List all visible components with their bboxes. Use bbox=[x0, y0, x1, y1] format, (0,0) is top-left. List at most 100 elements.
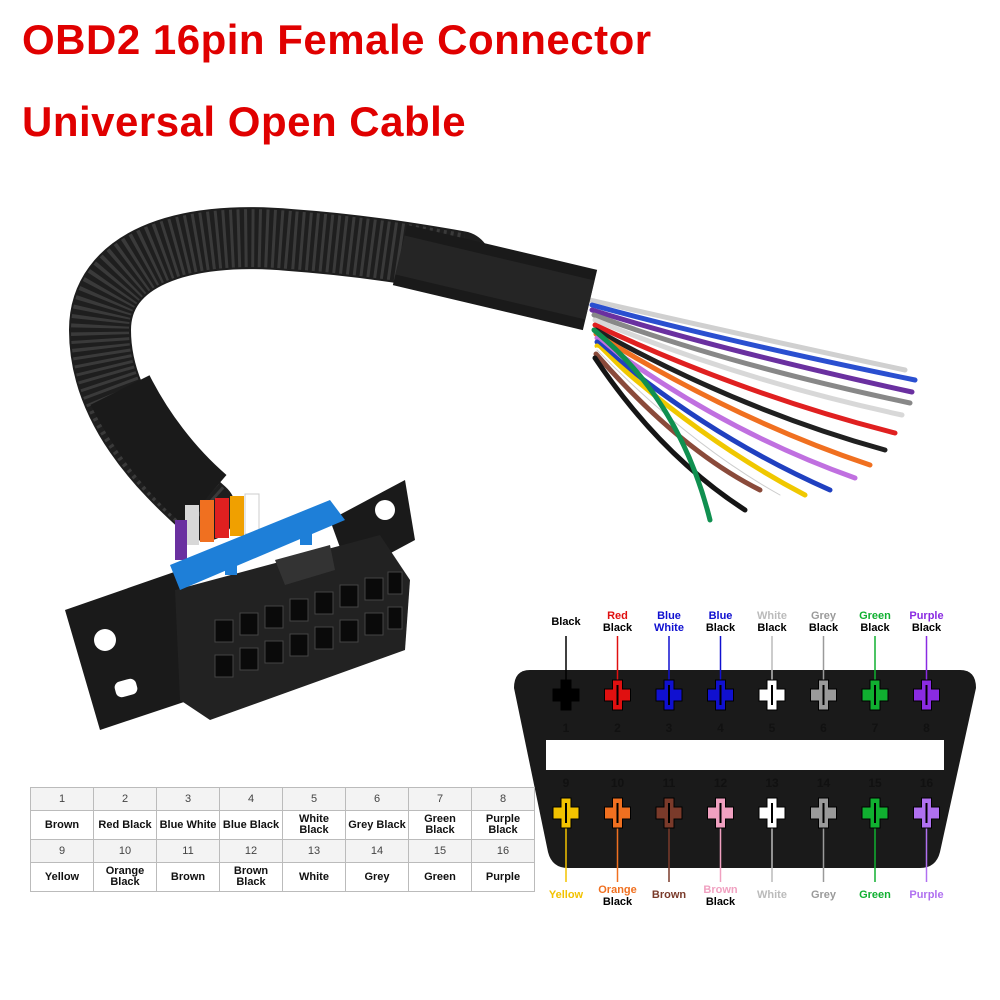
pin-color-label: Blue bbox=[657, 610, 681, 622]
connector-center-bar bbox=[546, 740, 944, 770]
pin-number: 7 bbox=[872, 721, 879, 735]
braided-cable bbox=[68, 207, 598, 541]
pin-terminal-slot bbox=[668, 685, 670, 705]
table-row: 9 10 11 12 13 14 15 16 bbox=[30, 839, 535, 863]
table-cell: 12 bbox=[219, 839, 283, 863]
table-cell: Brown bbox=[156, 862, 220, 892]
pin-color-label: Blue bbox=[709, 610, 733, 622]
table-cell: White bbox=[282, 862, 346, 892]
table-cell: 13 bbox=[282, 839, 346, 863]
pin-color-label: Purple bbox=[909, 610, 943, 622]
pin-color-label: White bbox=[757, 610, 787, 622]
table-cell: 4 bbox=[219, 787, 283, 811]
table-cell: 2 bbox=[93, 787, 157, 811]
pin-color-label: Black bbox=[706, 622, 736, 634]
pin-color-label: Black bbox=[603, 622, 633, 634]
table-cell: 15 bbox=[408, 839, 472, 863]
table-cell: 8 bbox=[471, 787, 535, 811]
table-cell: 11 bbox=[156, 839, 220, 863]
pin-terminal-slot bbox=[822, 803, 825, 823]
table-cell: 14 bbox=[345, 839, 409, 863]
pin-number: 12 bbox=[714, 776, 728, 790]
table-cell: 6 bbox=[345, 787, 409, 811]
pin-color-table: 1 2 3 4 5 6 7 8 Brown Red Black Blue Whi… bbox=[30, 787, 535, 892]
connector-wires bbox=[175, 493, 260, 560]
pin-diagram: 1Black2RedBlack3BlueWhite4BlueBlack5Whit… bbox=[514, 610, 976, 908]
pin-number: 13 bbox=[765, 776, 779, 790]
table-cell: Yellow bbox=[30, 862, 94, 892]
table-cell: 7 bbox=[408, 787, 472, 811]
table-cell: 3 bbox=[156, 787, 220, 811]
pin-terminal-slot bbox=[925, 685, 928, 705]
pin-terminal-slot bbox=[719, 685, 722, 705]
pin-color-label: Green bbox=[859, 889, 891, 901]
table-cell: Purple Black bbox=[471, 810, 535, 840]
pin-color-label: Black bbox=[860, 622, 890, 634]
pin-color-label: Purple bbox=[909, 889, 943, 901]
table-cell: Purple bbox=[471, 862, 535, 892]
pin-color-label: Brown bbox=[652, 889, 687, 901]
table-cell: Brown Black bbox=[219, 862, 283, 892]
pin-number: 10 bbox=[611, 776, 625, 790]
table-cell: 1 bbox=[30, 787, 94, 811]
pin-terminal-slot bbox=[874, 685, 876, 705]
table-cell: 10 bbox=[93, 839, 157, 863]
pin-terminal-slot bbox=[771, 685, 773, 705]
pin-terminal-slot bbox=[822, 685, 825, 705]
pin-color-label: Brown bbox=[703, 884, 738, 896]
table-cell: Green Black bbox=[408, 810, 472, 840]
table-row: 1 2 3 4 5 6 7 8 bbox=[30, 787, 535, 811]
pin-number: 15 bbox=[868, 776, 882, 790]
loose-wires bbox=[587, 297, 918, 523]
pin-color-label: Red bbox=[607, 610, 628, 622]
table-cell: Red Black bbox=[93, 810, 157, 840]
table-cell: 9 bbox=[30, 839, 94, 863]
table-cell: Orange Black bbox=[93, 862, 157, 892]
pin-terminal-slot bbox=[565, 685, 567, 705]
pin-number: 1 bbox=[563, 721, 570, 735]
table-cell: Grey bbox=[345, 862, 409, 892]
table-cell: Blue Black bbox=[219, 810, 283, 840]
table-cell: 16 bbox=[471, 839, 535, 863]
table-cell: White Black bbox=[282, 810, 346, 840]
pin-terminal-slot bbox=[668, 803, 670, 823]
pin-color-label: Black bbox=[603, 896, 633, 908]
table-row: Yellow Orange Black Brown Brown Black Wh… bbox=[30, 862, 535, 892]
title-line-2: Universal Open Cable bbox=[22, 98, 467, 145]
pin-number: 9 bbox=[563, 776, 570, 790]
pin-color-label: White bbox=[757, 889, 787, 901]
table-cell: 5 bbox=[282, 787, 346, 811]
pin-number: 14 bbox=[817, 776, 831, 790]
connector-body bbox=[65, 480, 415, 730]
pin-terminal-slot bbox=[771, 803, 773, 823]
pin-terminal-slot bbox=[616, 685, 619, 705]
table-cell: Blue White bbox=[156, 810, 220, 840]
table-cell: Grey Black bbox=[345, 810, 409, 840]
pin-color-label: Black bbox=[912, 622, 942, 634]
pin-terminal-slot bbox=[874, 803, 876, 823]
table-cell: Brown bbox=[30, 810, 94, 840]
pin-color-label: Orange bbox=[598, 884, 637, 896]
pin-number: 2 bbox=[614, 721, 621, 735]
table-row: Brown Red Black Blue White Blue Black Wh… bbox=[30, 810, 535, 840]
pin-color-label: Black bbox=[757, 622, 787, 634]
table-cell: Green bbox=[408, 862, 472, 892]
pin-number: 3 bbox=[666, 721, 673, 735]
pin-terminal-slot bbox=[925, 803, 928, 823]
pin-number: 6 bbox=[820, 721, 827, 735]
pin-number: 11 bbox=[663, 776, 676, 790]
pin-terminal-slot bbox=[565, 803, 567, 823]
pin-number: 5 bbox=[769, 721, 776, 735]
pin-color-label: Grey bbox=[811, 610, 837, 622]
pin-color-label: White bbox=[654, 622, 684, 634]
pin-color-label: Yellow bbox=[549, 889, 584, 901]
pin-color-label: Black bbox=[551, 616, 581, 628]
pin-number: 16 bbox=[920, 776, 934, 790]
pin-color-label: Black bbox=[809, 622, 839, 634]
pin-number: 8 bbox=[923, 721, 930, 735]
title-line-1: OBD2 16pin Female Connector bbox=[22, 16, 652, 63]
pin-terminal-slot bbox=[616, 803, 619, 823]
pin-number: 4 bbox=[717, 721, 724, 735]
pin-color-label: Green bbox=[859, 610, 891, 622]
